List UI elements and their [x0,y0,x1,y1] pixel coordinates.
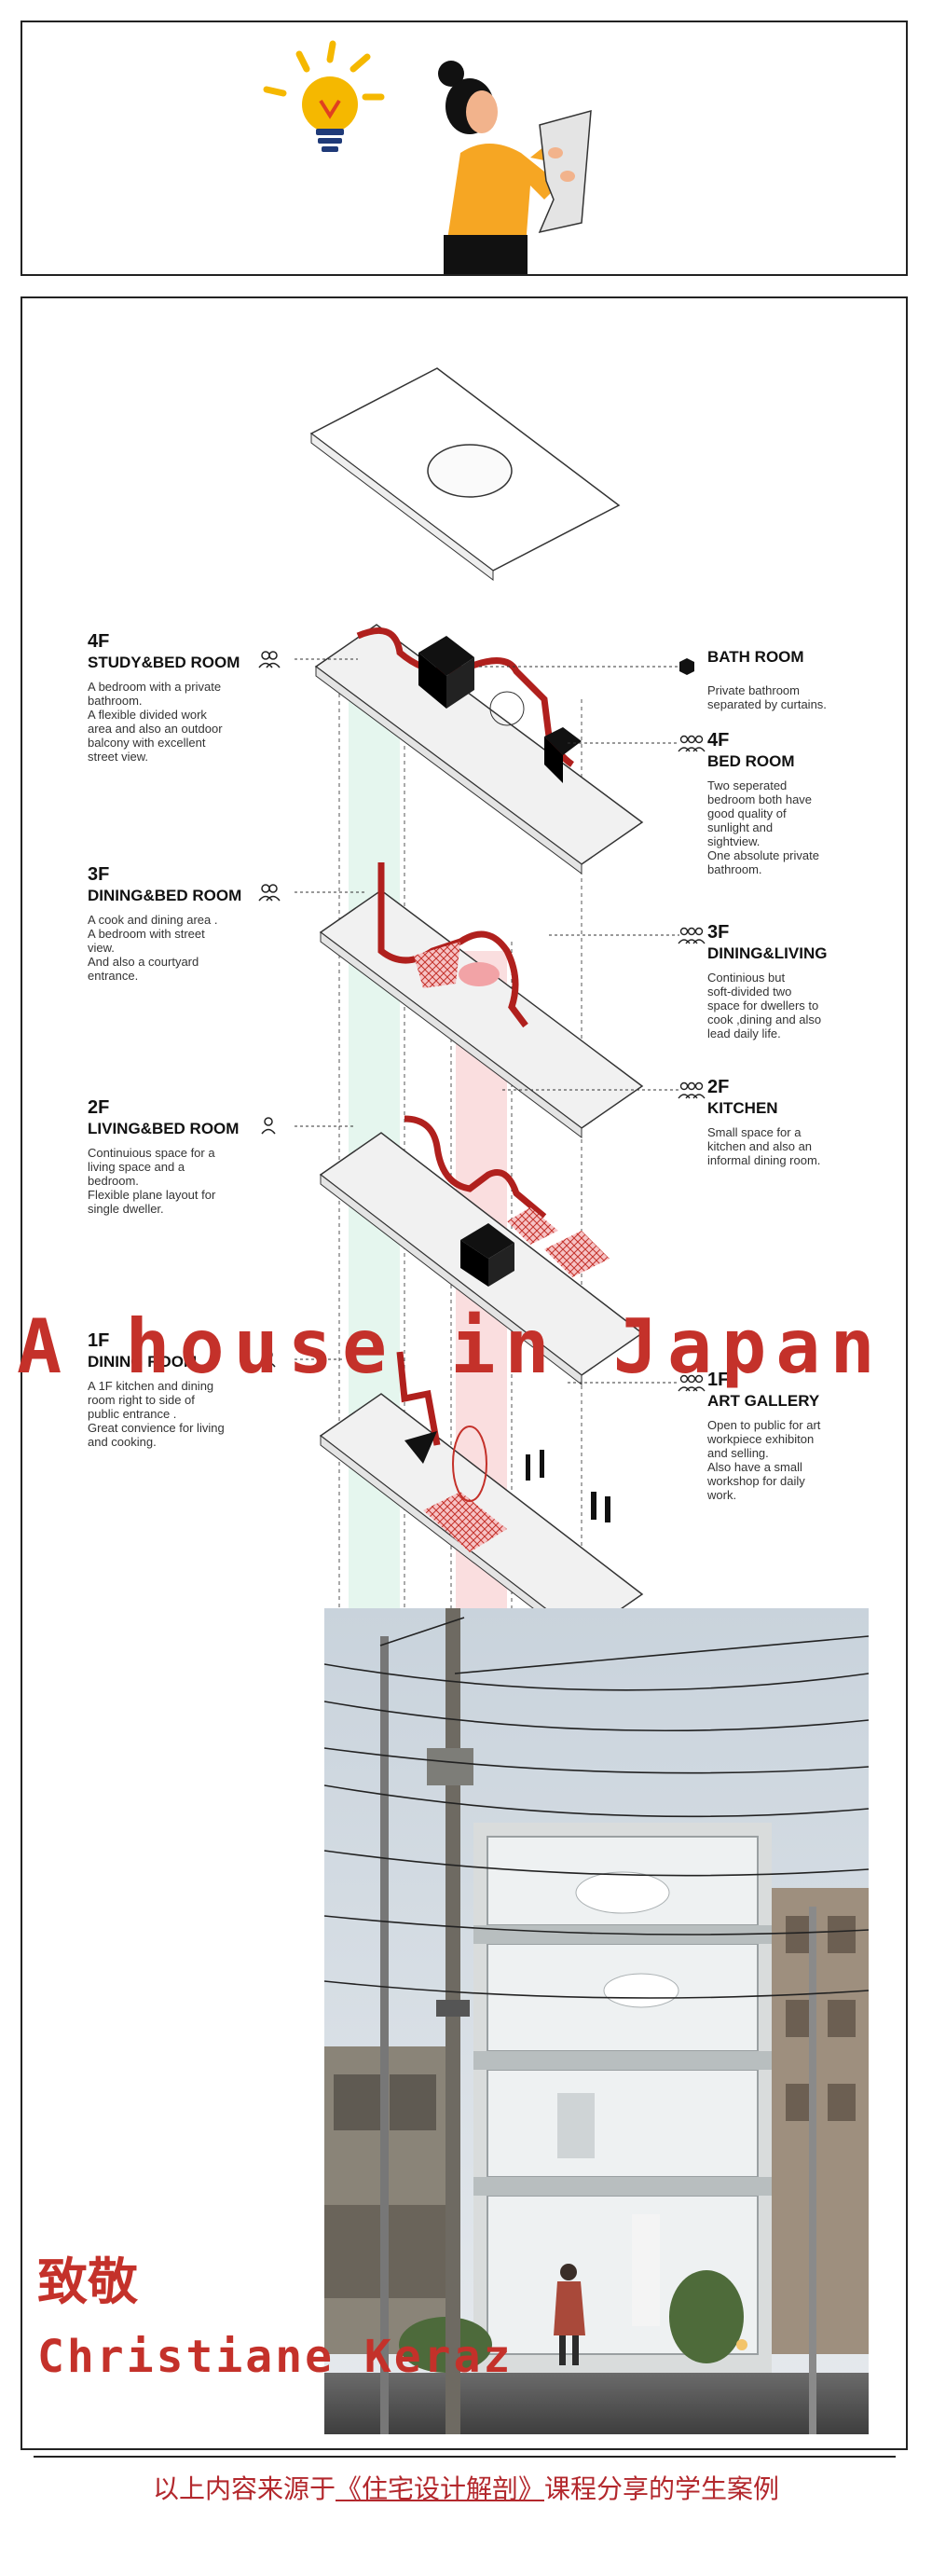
room-description: A 1F kitchen and dining room right to si… [88,1379,225,1449]
building-street-photo [324,1608,869,2434]
room-description: Open to public for art workpiece exhibit… [707,1418,821,1502]
source-credit-suffix: 课程分享的学生案例 [544,2473,780,2504]
two-person-icon [258,884,281,902]
room-name: KITCHEN [707,1099,778,1117]
floor-number: 2F [88,1097,110,1118]
room-description: Small space for a kitchen and also an in… [707,1125,821,1167]
room-name: BED ROOM [707,752,795,770]
label-2f-living-bed-room: 2F LIVING&BED ROOM Continuious space for… [88,1097,293,1216]
slab-4f [314,624,644,875]
slab-3f [319,862,644,1138]
slab-1f [319,1351,644,1647]
label-3f-dining-living: 3F DINING&LIVING Continious but soft-div… [707,922,875,1040]
floor-number: 3F [707,922,730,943]
three-person-icon [678,927,706,944]
room-description: Continious but soft-divided two space fo… [707,971,822,1040]
lightbulb-icon [263,40,385,152]
header-illustration-frame [21,21,908,276]
label-1f-art-gallery: 1F ART GALLERY Open to public for art wo… [707,1370,875,1502]
label-4f-study-bed-room: 4F STUDY&BED ROOM A bedroom with a priva… [88,631,293,764]
person-icon [261,1117,276,1135]
tribute-heading: 致敬 [37,2252,138,2311]
label-3f-dining-bed-room: 3F DINING&BED ROOM A cook and dining are… [88,864,293,983]
room-description: A bedroom with a private bathroom. A fle… [88,680,223,764]
floor-number: 1F [88,1330,110,1351]
cube-icon [679,658,694,675]
roof-slab [309,367,621,582]
label-bath-room: BATH ROOM Private bathroom separated by … [707,646,875,711]
room-name: DINING ROOM [88,1353,198,1371]
room-name: STUDY&BED ROOM [88,654,240,671]
room-description: A cook and dining area . A bedroom with … [88,913,218,983]
room-name: ART GALLERY [707,1392,820,1410]
pedestrian [554,2264,585,2365]
floor-number: 2F [707,1077,730,1097]
room-name: DINING&LIVING [707,944,828,962]
three-person-icon [678,1081,706,1099]
exploded-axonometric-diagram [295,367,679,1715]
room-name: LIVING&BED ROOM [88,1120,240,1137]
room-description: Private bathroom separated by curtains. [707,683,827,711]
floor-number: 3F [88,864,110,885]
source-credit: 以上内容来源于《住宅设计解剖》课程分享的学生案例 [0,2473,932,2506]
label-1f-dining-room: 1F DINING ROOM A 1F kitchen and dining r… [88,1330,293,1449]
room-name: BATH ROOM [707,648,804,666]
room-description: Continuious space for a living space and… [88,1146,216,1216]
room-description: Two seperated bedroom both have good qua… [707,778,819,876]
page-title: A house in Japan [17,1303,884,1390]
three-person-icon [678,735,706,752]
three-person-icon [678,1374,706,1392]
slab-2f [319,1115,644,1386]
label-2f-kitchen: 2F KITCHEN Small space for a kitchen and… [707,1077,875,1167]
floor-number: 1F [707,1370,730,1390]
room-name: DINING&BED ROOM [88,887,242,904]
leader-lines [295,658,679,1384]
footer-divider [34,2456,896,2458]
two-person-icon [258,651,281,668]
source-credit-prefix: 以上内容来源于 [152,2473,336,2504]
illustration [263,40,592,274]
course-title-link[interactable]: 《住宅设计解剖》 [335,2473,544,2504]
floor-number: 4F [707,730,730,751]
floor-number: 4F [88,631,110,652]
person-icon [261,1350,276,1368]
person-reading-illustration [438,61,592,274]
architect-name: Christiane Keraz [37,2331,514,2383]
label-4f-bed-room: 4F BED ROOM Two seperated bedroom both h… [707,730,875,876]
